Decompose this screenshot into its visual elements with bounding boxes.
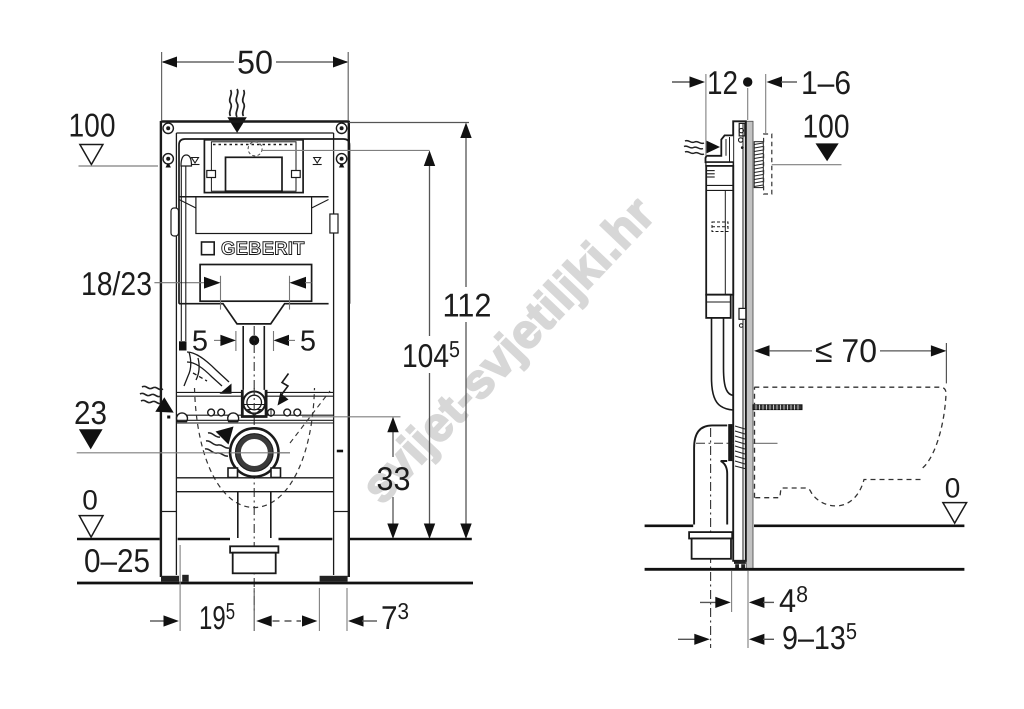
svg-text:0: 0	[945, 473, 961, 504]
svg-text:GEBERIT: GEBERIT	[221, 238, 305, 259]
svg-text:0: 0	[82, 485, 98, 516]
svg-text:112: 112	[443, 287, 492, 324]
svg-text:12: 12	[707, 64, 738, 101]
svg-text:100: 100	[69, 107, 116, 144]
svg-text:1–6: 1–6	[801, 64, 851, 101]
svg-text:18/23: 18/23	[81, 265, 152, 302]
svg-text:9–135: 9–135	[782, 618, 857, 656]
svg-text:33: 33	[377, 460, 411, 497]
svg-text:5: 5	[192, 326, 208, 358]
svg-text:0–25: 0–25	[84, 542, 150, 579]
svg-text:50: 50	[237, 44, 273, 81]
svg-text:100: 100	[803, 108, 850, 145]
svg-text:23: 23	[74, 394, 107, 431]
svg-text:5: 5	[300, 326, 316, 358]
svg-text:≤ 70: ≤ 70	[815, 332, 877, 369]
